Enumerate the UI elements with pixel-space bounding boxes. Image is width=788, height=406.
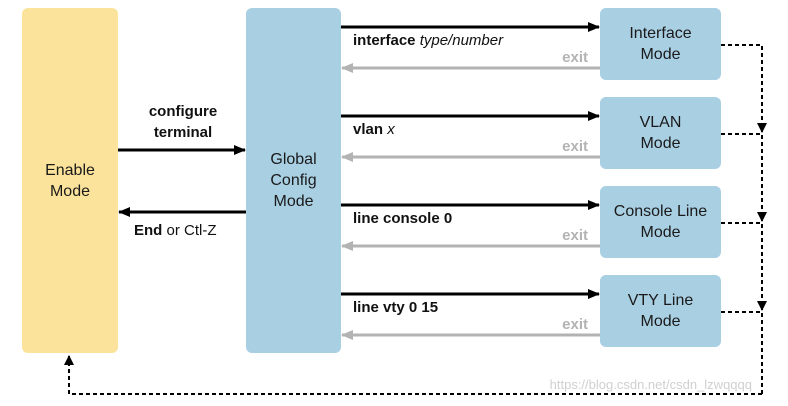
- interface-dashed-connector: [721, 44, 767, 133]
- console-dashed-connector: [721, 222, 767, 311]
- global-mode-label-2: Config: [270, 172, 317, 189]
- vty-mode-label-1: VTY Line: [627, 292, 694, 309]
- console-mode-label-1: Console Line: [613, 203, 708, 220]
- console-exit-label: exit: [562, 227, 588, 244]
- end-label-rest: or Ctl-Z: [162, 222, 216, 239]
- vlan-cmd-italic: x: [386, 121, 395, 138]
- interface-mode-label-1: Interface: [629, 25, 692, 42]
- interface-cmd-bold: interface: [353, 32, 420, 49]
- vlan-command: vlan x: [353, 121, 395, 138]
- vlan-dashed-connector: [721, 133, 767, 222]
- vty-command: line vty 0 15: [353, 299, 438, 316]
- global-mode-label-3: Mode: [273, 193, 314, 210]
- vlan-mode-label-2: Mode: [640, 135, 681, 152]
- global-mode-label-1: Global: [270, 151, 317, 168]
- interface-mode-label-2: Mode: [640, 46, 681, 63]
- vlan-mode-box: VLAN Mode: [600, 97, 721, 169]
- vlan-cmd-bold: vlan: [353, 121, 387, 138]
- console-mode-label-2: Mode: [640, 224, 681, 241]
- console-command: line console 0: [353, 210, 452, 227]
- interface-exit-label: exit: [562, 49, 588, 66]
- end-label: End or Ctl-Z: [134, 222, 217, 239]
- vty-exit-label: exit: [562, 316, 588, 333]
- enable-mode-label-1: Enable: [45, 161, 95, 179]
- vty-line-mode-box: VTY Line Mode: [600, 275, 721, 347]
- end-label-bold: End: [134, 222, 162, 239]
- configure-label-1: configure: [149, 103, 217, 120]
- interface-command: interface type/number: [353, 32, 504, 49]
- console-line-mode-box: Console Line Mode: [600, 186, 721, 258]
- global-config-mode-box: Global Config Mode: [246, 8, 341, 353]
- watermark: https://blog.csdn.net/csdn_lzwqqqq: [550, 377, 752, 392]
- vlan-mode-label-1: VLAN: [639, 114, 682, 131]
- vlan-exit-label: exit: [562, 138, 588, 155]
- interface-mode-box: Interface Mode: [600, 8, 721, 80]
- enable-mode-box: Enable Mode: [22, 8, 118, 353]
- vty-mode-label-2: Mode: [640, 313, 681, 330]
- configure-label-2: terminal: [154, 124, 212, 141]
- return-to-enable-dashed-path: [64, 355, 762, 395]
- enable-mode-label-2: Mode: [49, 182, 90, 200]
- interface-cmd-italic: type/number: [420, 32, 504, 49]
